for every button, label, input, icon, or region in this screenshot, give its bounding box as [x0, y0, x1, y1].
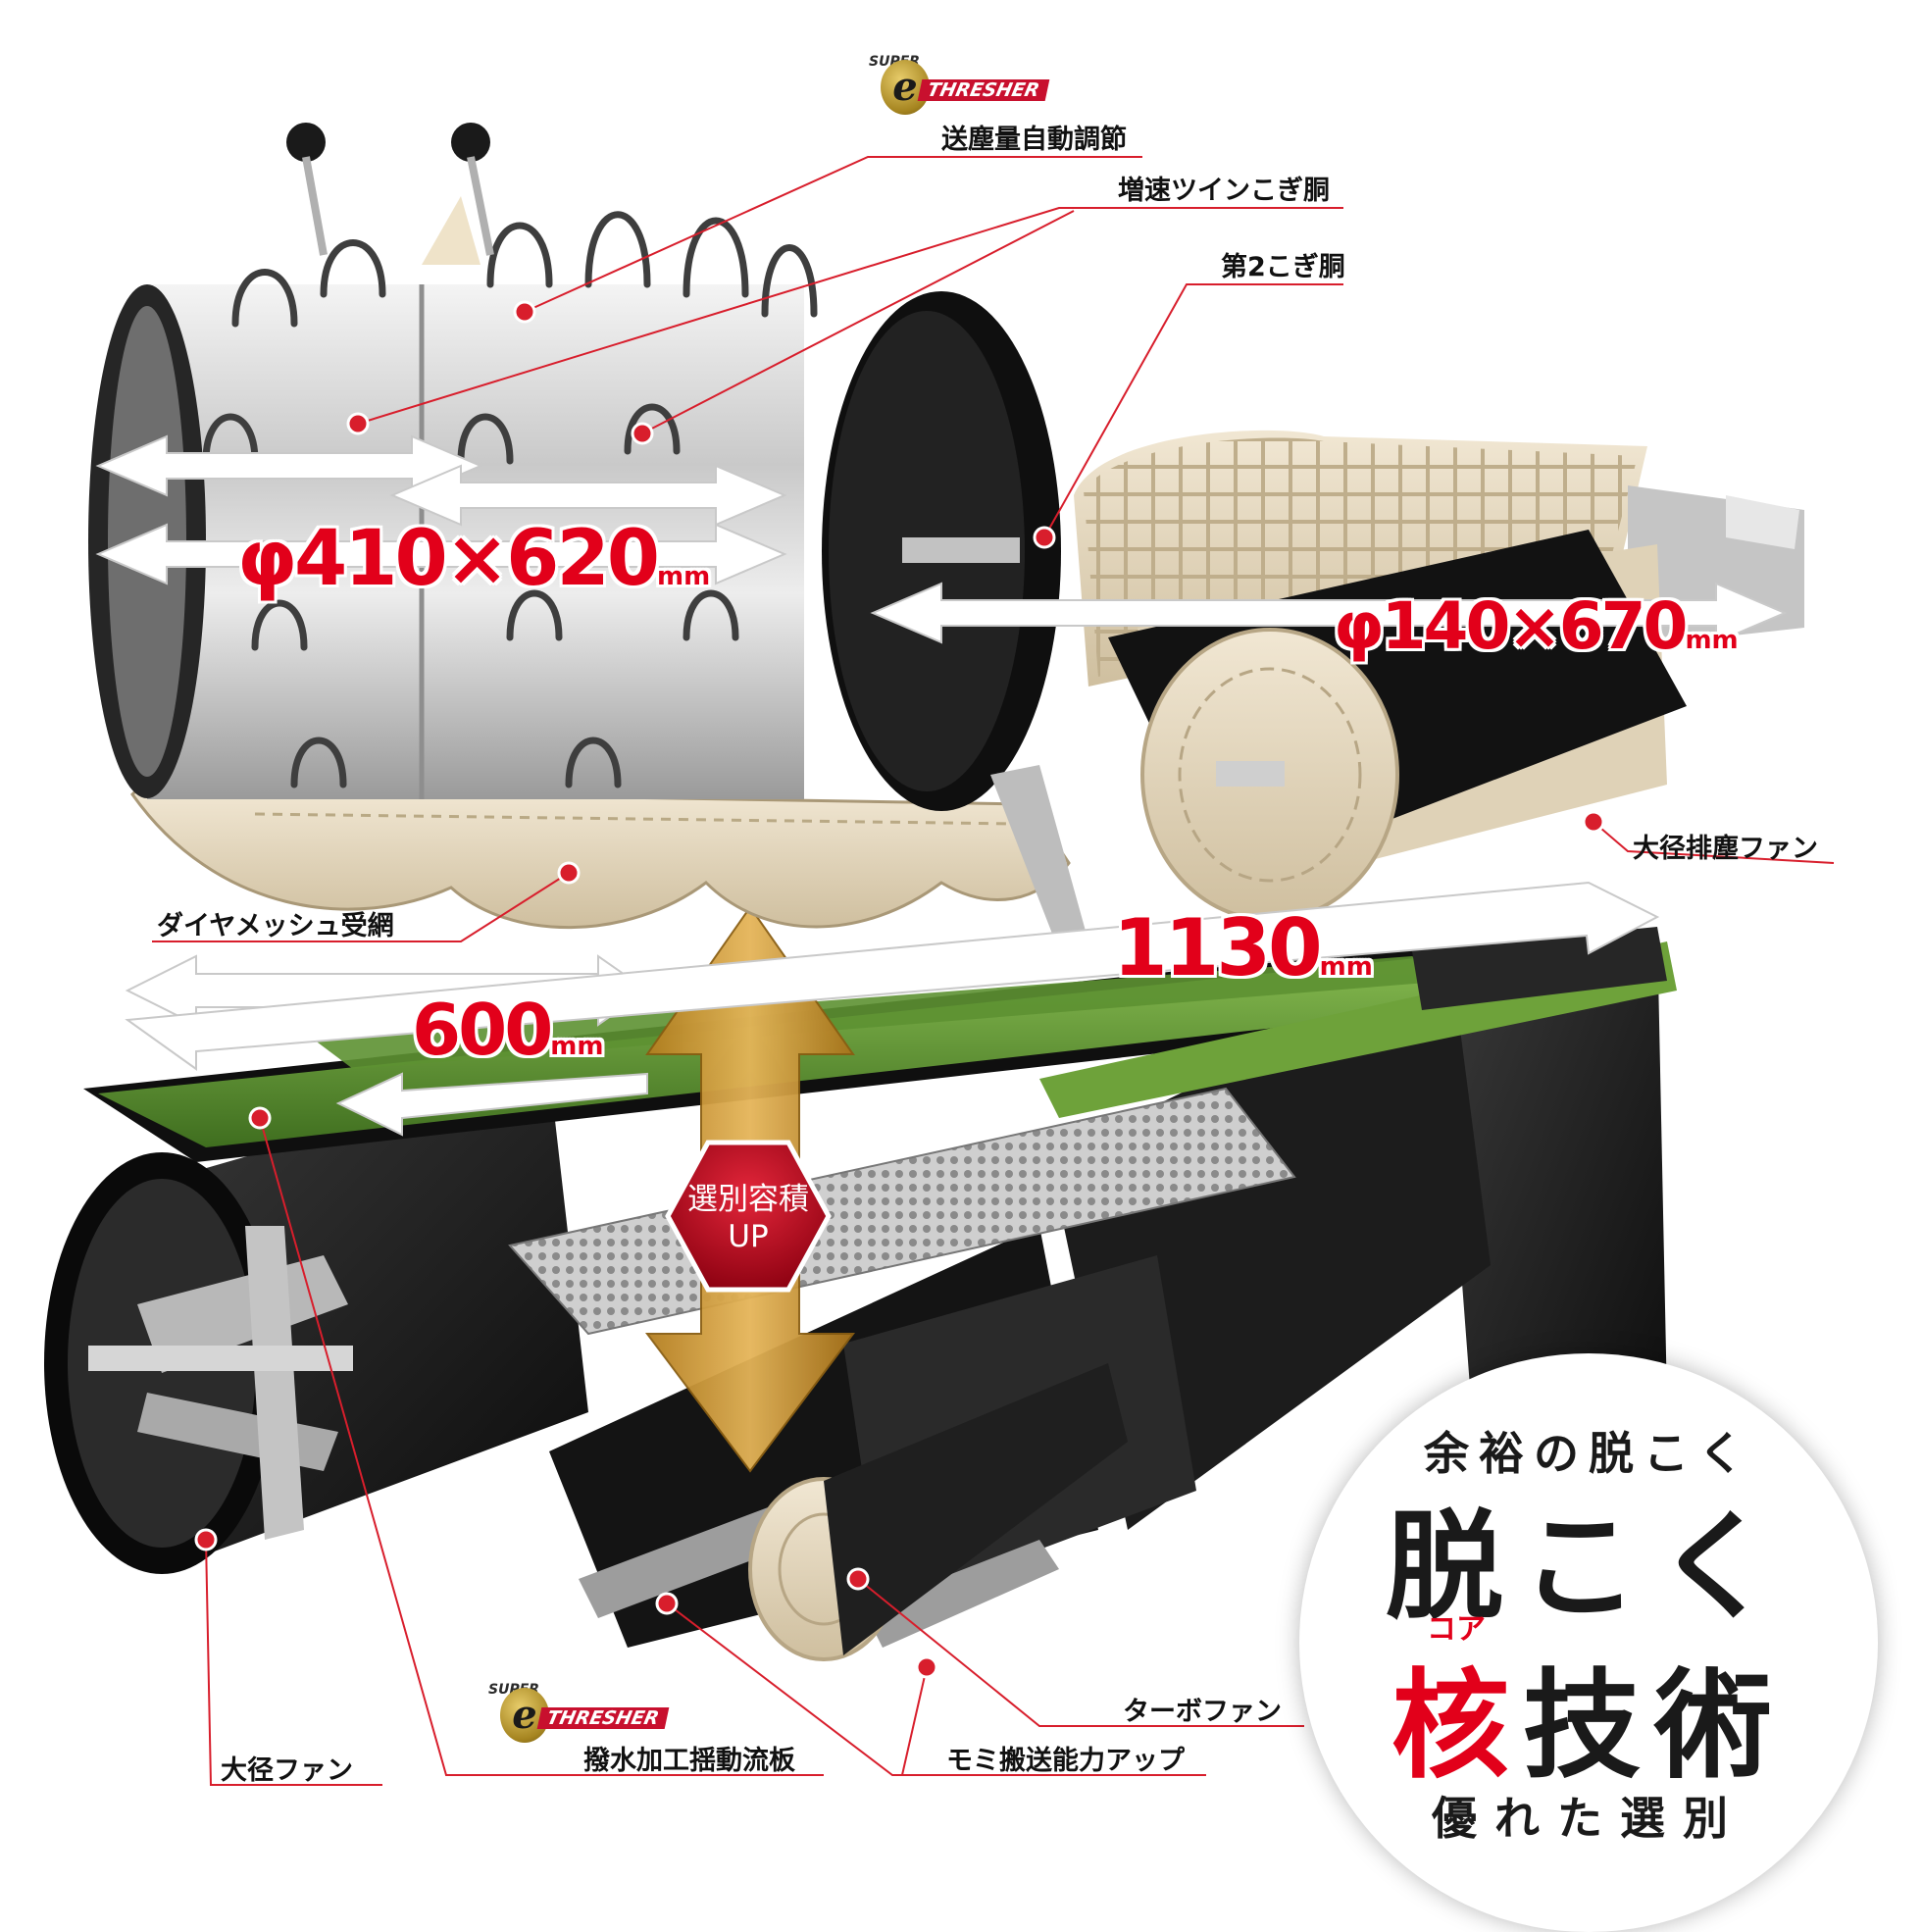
support-bracket — [990, 765, 1088, 951]
tagline-line2: 脱こく — [1386, 1500, 1792, 1636]
drum-end-plate — [822, 291, 1061, 811]
tagline-line4: 優れた選別 — [1432, 1792, 1745, 1845]
logo-thresher-text: THRESHER — [536, 1707, 670, 1729]
label-twin-drum: 増速ツインこぎ胴 — [1118, 176, 1330, 206]
label-second-drum: 第2こぎ胴 — [1221, 252, 1345, 282]
large-fan-drum — [44, 1069, 588, 1574]
dimension-unit: mm — [657, 562, 711, 591]
leader-dots — [194, 300, 1605, 1679]
capacity-badge-hex — [665, 1140, 832, 1293]
turbo-fan — [748, 1363, 1128, 1661]
dimension-value: φ410×620 — [237, 515, 660, 603]
dimension-width-600: 600mm — [412, 989, 603, 1071]
capacity-badge: 選別容積 UP — [670, 1143, 827, 1292]
dimension-unit: mm — [1319, 952, 1373, 982]
tagline-line1: 余裕の脱こく — [1424, 1427, 1753, 1480]
label-exhaust-fan: 大径排塵ファン — [1633, 834, 1818, 864]
label-large-fan: 大径ファン — [221, 1755, 353, 1786]
tagline-core-char: 核 — [1391, 1658, 1523, 1795]
tagline-line3-rest: 技術 — [1523, 1658, 1786, 1795]
label-turbo-fan: ターボファン — [1123, 1697, 1282, 1727]
dimension-length-1130: 1130mm — [1113, 902, 1373, 993]
label-grain-transport: モミ搬送能力アップ — [946, 1746, 1185, 1776]
dimension-value: 1130 — [1113, 902, 1323, 993]
label-diamond-mesh: ダイヤメッシュ受網 — [157, 911, 394, 941]
tagline-line3: 核技術 — [1299, 1630, 1878, 1801]
dimension-value: φ140×670 — [1334, 588, 1688, 664]
dimension-arrows — [95, 434, 1788, 1137]
label-auto-adjust: 送塵量自動調節 — [941, 125, 1127, 155]
label-water-repellent: 撥水加工揺動流板 — [583, 1746, 795, 1776]
dimension-second-drum: φ140×670mm — [1334, 588, 1739, 664]
diamond-mesh-concave — [130, 788, 1071, 930]
super-thresher-logo: SUPER e THRESHER — [869, 54, 1065, 123]
tagline-circle: 余裕の脱こく 脱こく コア 核技術 優れた選別 — [1299, 1353, 1878, 1932]
logo-thresher-text: THRESHER — [917, 79, 1050, 101]
leader-lines — [152, 156, 1835, 1786]
badge-line2: UP — [728, 1219, 769, 1254]
super-thresher-logo: SUPER e THRESHER — [488, 1682, 684, 1751]
dimension-unit: mm — [1685, 626, 1739, 655]
badge-line1: 選別容積 — [687, 1182, 809, 1217]
dimension-unit: mm — [550, 1032, 604, 1061]
dimension-value: 600 — [412, 989, 553, 1071]
tagline-ruby: コア — [1427, 1612, 1486, 1647]
dimension-drum: φ410×620mm — [237, 515, 710, 603]
